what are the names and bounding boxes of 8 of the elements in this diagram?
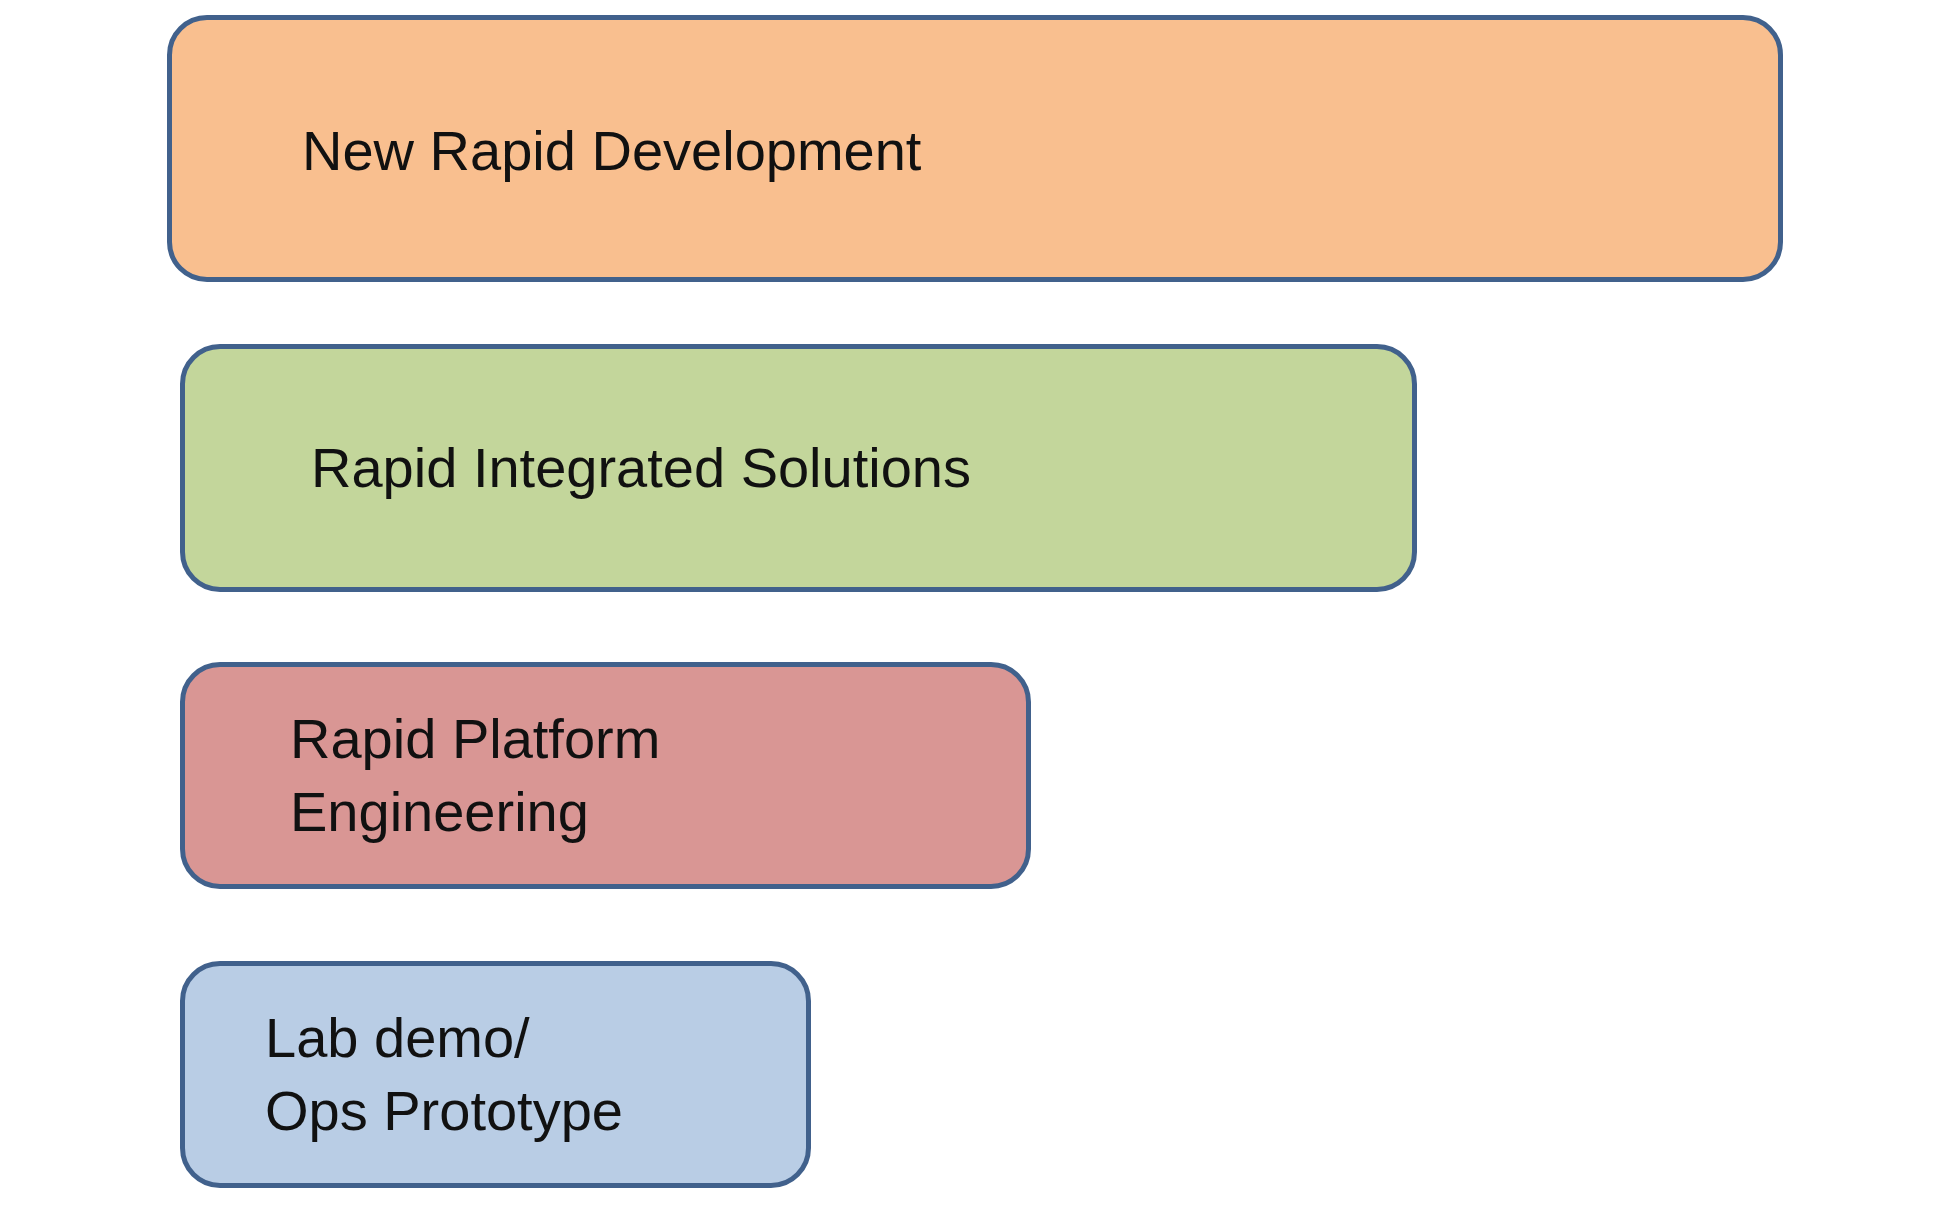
box-label: Rapid Integrated Solutions <box>311 434 972 501</box>
level-box <box>167 15 1783 282</box>
box-label: Rapid Platform Engineering <box>290 705 662 845</box>
level-box <box>180 961 811 1188</box>
level-box <box>180 344 1417 592</box>
level-box <box>180 662 1031 889</box>
box-label: New Rapid Development <box>302 118 923 184</box>
box-label: Lab demo/ Ops Prototype <box>265 1004 624 1144</box>
